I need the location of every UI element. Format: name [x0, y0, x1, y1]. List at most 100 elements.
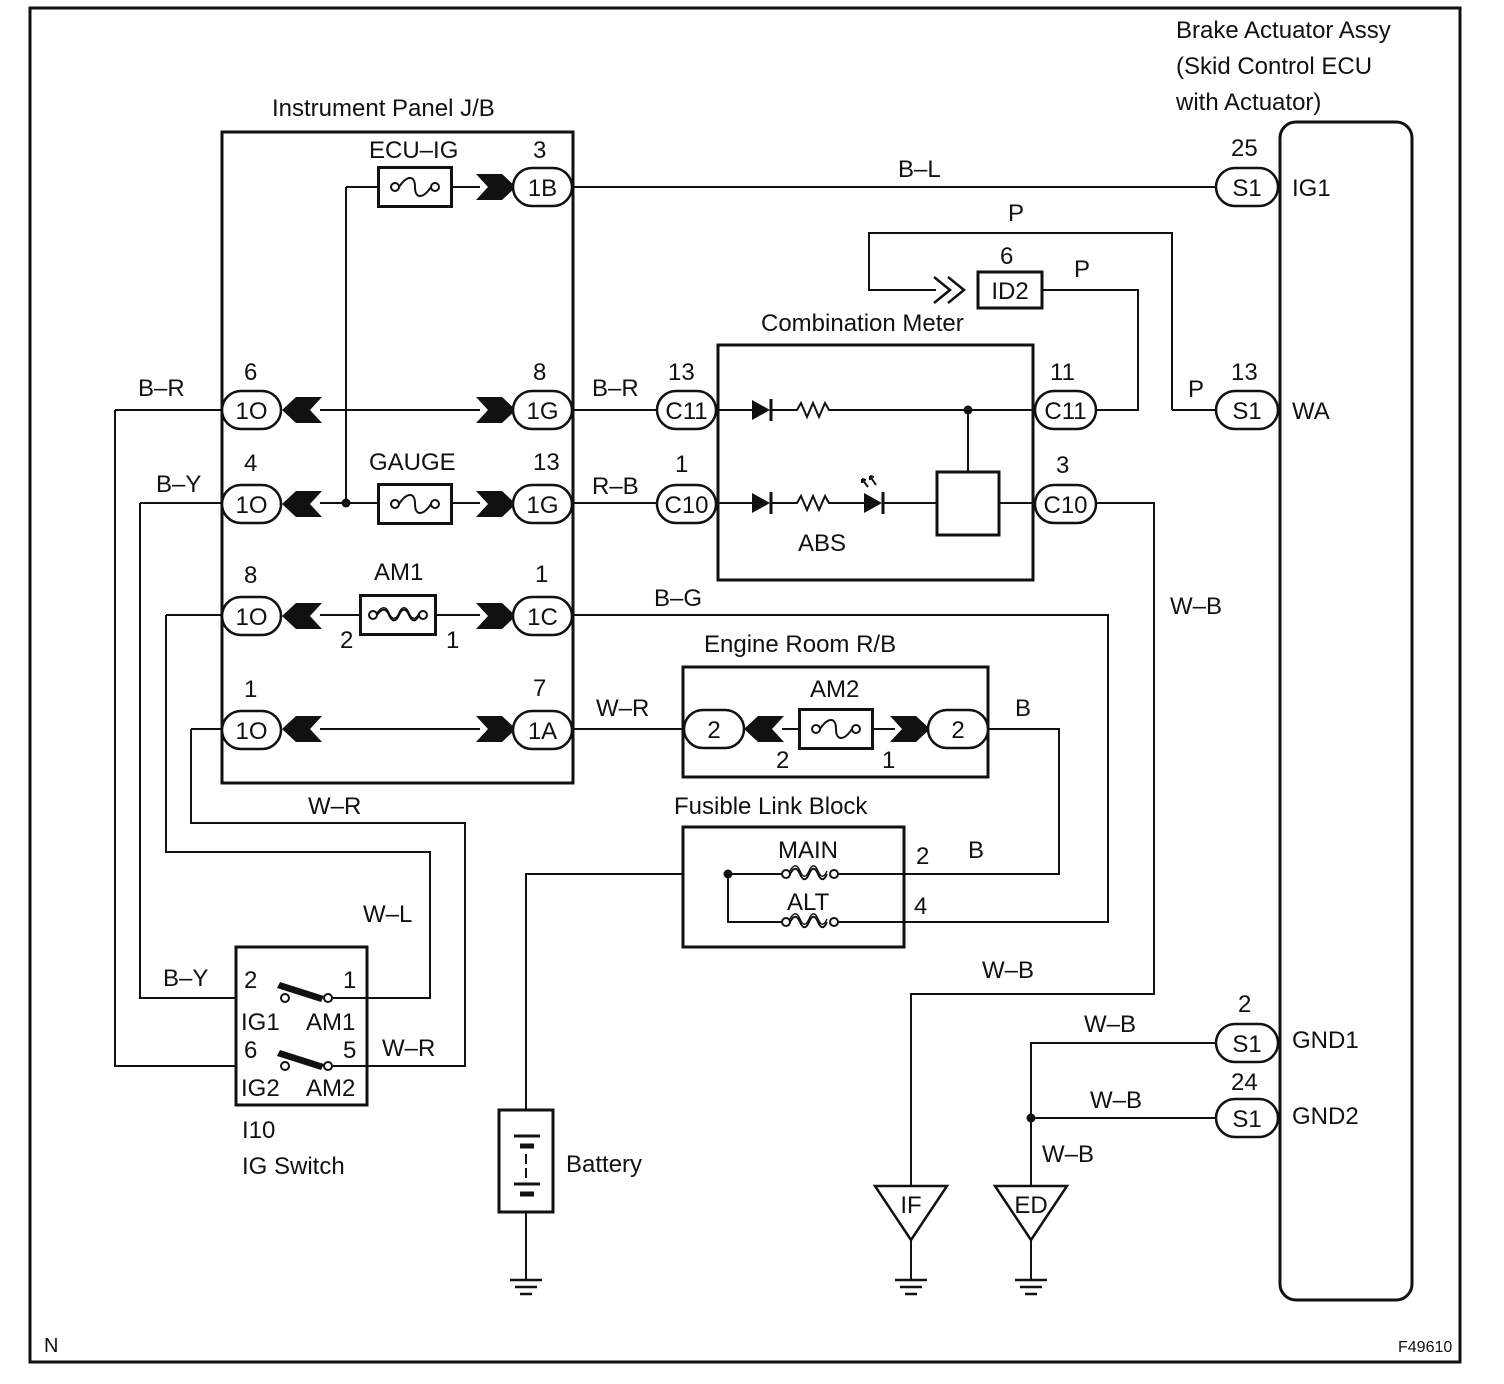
terminal-sw-am1: AM1 [306, 1009, 355, 1036]
pins-fl-alt-label: 4 [914, 893, 927, 920]
connector-1c [511, 595, 574, 637]
connector-s1-gnd1 [1214, 1022, 1280, 1064]
wire-b-y-sw: B–Y [163, 965, 208, 992]
brake-actuator-title-2: (Skid Control ECU [1176, 53, 1372, 80]
ig2-switch-contact-icon [277, 1050, 324, 1070]
connectors-jb-1a-label: 1A [528, 718, 557, 745]
brake-actuator-title-3: with Actuator) [1175, 89, 1321, 116]
wire-r-b: R–B [592, 473, 639, 500]
wire-b-y-left: B–Y [156, 471, 201, 498]
wire-w-r-sw: W–R [382, 1035, 435, 1062]
terminal-sw-am2: AM2 [306, 1075, 355, 1102]
terminal-wa: WA [1292, 398, 1330, 425]
connectors-id2-label: ID2 [991, 278, 1028, 305]
ground-point-if-icon [872, 1184, 950, 1243]
arrow-out-icon [282, 491, 322, 517]
meter-control-block [935, 470, 1001, 537]
connectors-c11-out-label: C11 [1044, 398, 1086, 425]
connector-1g-a [511, 389, 574, 431]
connector-id2 [976, 270, 1044, 310]
pins-jb-1o-d-label: 1 [244, 676, 257, 703]
terminal-gnd2: GND2 [1292, 1103, 1359, 1130]
wire-b-l: B–L [898, 156, 941, 183]
pins-sw-ig1-label: 2 [244, 967, 257, 994]
connector-1o-a [220, 389, 283, 431]
wire-p-mid: P [1074, 256, 1090, 283]
terminal-ig1: IG1 [1292, 175, 1331, 202]
ground-ed-label: ED [1014, 1192, 1047, 1219]
pins-jb-1o-c-label: 8 [244, 562, 257, 589]
connectors-jb-1o-b-label: 1O [235, 492, 267, 519]
diagram-frame [28, 6, 1462, 1364]
am1-fuse-icon [359, 594, 437, 636]
ecu-ig-fuse-label: ECU–IG [369, 137, 458, 164]
wire-b-r-right: B–R [592, 375, 639, 402]
arrow-in-icon [890, 716, 930, 742]
pins-jb-1c-label: 1 [535, 561, 548, 588]
connectors-rb-right-label: 2 [951, 717, 964, 744]
pins-s1-gnd1-label: 2 [1238, 991, 1251, 1018]
connectors-jb-1g-b-label: 1G [526, 492, 558, 519]
connectors-c11-in-label: C11 [665, 398, 707, 425]
jb-title: Instrument Panel J/B [272, 95, 495, 122]
ground-icon [1013, 1272, 1049, 1296]
engine-room-rb-title: Engine Room R/B [704, 631, 896, 658]
wire-b-fl: B [968, 837, 984, 864]
pins-jb-1o-a-label: 6 [244, 359, 257, 386]
pins-sw-ig2-label: 6 [244, 1037, 257, 1064]
terminal-sw-ig2: IG2 [241, 1075, 280, 1102]
gauge-fuse-label: GAUGE [369, 449, 456, 476]
pins-am1-right-label: 1 [446, 627, 459, 654]
wire-w-b-meter: W–B [1170, 593, 1222, 620]
am2-fuse-icon [798, 708, 874, 750]
connectors-c10-in-label: C10 [664, 492, 708, 519]
wire-w-r-jb: W–R [596, 695, 649, 722]
connectors-jb-1o-d-label: 1O [235, 718, 267, 745]
wire-w-b-gnd1: W–B [1084, 1011, 1136, 1038]
wire-w-b-ed: W–B [1042, 1141, 1094, 1168]
connectors-jb-1o-c-label: 1O [235, 604, 267, 631]
connector-1o-b [220, 483, 283, 525]
connector-1o-c [220, 595, 283, 637]
main-fuse-label: MAIN [778, 837, 838, 864]
connector-s1-gnd2 [1214, 1097, 1280, 1139]
arrow-out-icon [282, 716, 322, 742]
wire-w-b-gnd2: W–B [1090, 1087, 1142, 1114]
arrow-out-icon [282, 397, 322, 423]
arrow-in-icon [476, 174, 516, 200]
ig1-switch-contact-icon [277, 982, 324, 1002]
connectors-s1-ig1-label: S1 [1232, 175, 1261, 202]
gauge-fuse-icon [377, 483, 453, 525]
connectors-s1-wa-label: S1 [1232, 398, 1261, 425]
ground-if-label: IF [900, 1192, 921, 1219]
pins-c11-out-label: 11 [1050, 359, 1075, 386]
connectors-jb-1c-label: 1C [527, 604, 558, 631]
wire-b-rb: B [1015, 695, 1031, 722]
alt-fusible-link-icon [781, 913, 839, 929]
wire-b-r-left: B–R [138, 375, 185, 402]
arrow-in-icon [476, 716, 516, 742]
pins-am2-right-label: 1 [882, 747, 895, 774]
arrow-in-icon [476, 491, 516, 517]
connectors-c10-out-label: C10 [1043, 492, 1087, 519]
wire-p-top: P [1008, 200, 1024, 227]
wire-p-wa: P [1188, 376, 1204, 403]
pins-c10-out-label: 3 [1056, 452, 1069, 479]
fusible-link-block-box [681, 825, 906, 949]
pins-am2-left-label: 2 [776, 747, 789, 774]
am1-fuse-label: AM1 [374, 559, 423, 586]
pins-s1-ig1-label: 25 [1231, 135, 1258, 162]
ig-switch-id: I10 [242, 1117, 275, 1144]
brake-actuator-box [1278, 120, 1414, 1302]
pins-sw-am2-label: 5 [343, 1037, 356, 1064]
abs-warning-led-icon [864, 493, 882, 513]
connector-1a [511, 709, 574, 751]
connector-1b [511, 166, 574, 208]
ground-point-ed-icon [992, 1184, 1070, 1243]
pins-jb-1o-b-label: 4 [244, 450, 257, 477]
terminal-gnd1: GND1 [1292, 1027, 1359, 1054]
connectors-jb-1b-label: 1B [528, 175, 557, 202]
connector-c11-out [1033, 389, 1098, 431]
ig-switch-box [234, 945, 369, 1107]
